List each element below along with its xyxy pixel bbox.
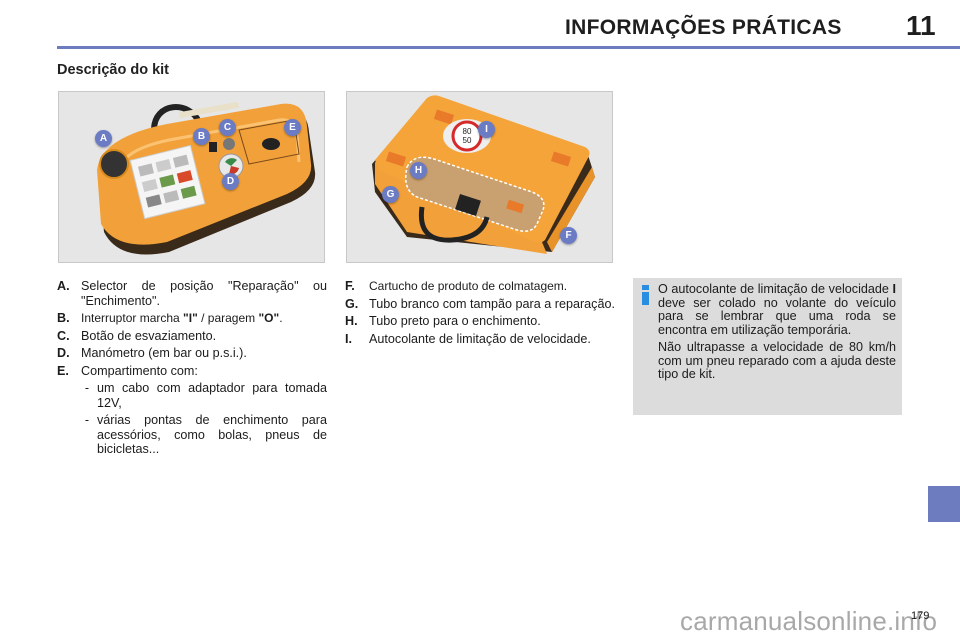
- label-badge-h: H: [410, 162, 427, 179]
- label-badge-e: E: [284, 119, 301, 136]
- info-note-box: O autocolante de limitação de velocidade…: [633, 278, 902, 415]
- section-title: Descrição do kit: [57, 62, 170, 78]
- label-badge-g: G: [382, 186, 399, 203]
- list-item-h: H. Tubo preto para o enchimento.: [345, 314, 541, 328]
- svg-text:80: 80: [463, 127, 472, 136]
- figure-compressor: A B C D E: [58, 91, 325, 263]
- figure-kit-case: 80 50 I H G F: [346, 91, 613, 263]
- label-badge-a: A: [95, 130, 112, 147]
- header-divider: [57, 46, 960, 49]
- label-badge-c: C: [219, 119, 236, 136]
- label-badge-b: B: [193, 128, 210, 145]
- list-item-i: I. Autocolante de limitação de velocidad…: [345, 331, 591, 346]
- chapter-number: 11: [906, 10, 936, 41]
- chapter-side-tab: [928, 486, 960, 522]
- component-list-right: F. Cartucho de produto de colmatagem. G.…: [345, 279, 615, 349]
- list-subitem-cable: - um cabo com adaptador para tomada 12V,: [84, 381, 327, 410]
- compressor-illustration: [97, 101, 316, 255]
- label-badge-f: F: [560, 227, 577, 244]
- list-item-f: F. Cartucho de produto de colmatagem.: [345, 279, 568, 293]
- label-badge-d: D: [222, 173, 239, 190]
- component-list-left: A. Selector de posição "Reparação" ou "E…: [57, 279, 327, 460]
- info-icon: [642, 285, 649, 305]
- info-paragraph-1: O autocolante de limitação de velocidade…: [658, 282, 896, 337]
- list-item-a: A. Selector de posição "Reparação" ou "E…: [57, 279, 327, 308]
- page-number: 179: [911, 610, 930, 622]
- info-paragraph-2: Não ultrapasse a velocidade de 80 km/h c…: [658, 340, 896, 381]
- list-subitem-nozzles: - várias pontas de enchimento para acess…: [84, 413, 327, 456]
- list-item-b: B. Interruptor marcha "I" / paragem "O".: [57, 311, 283, 325]
- list-item-c: C. Botão de esvaziamento.: [57, 328, 217, 343]
- svg-text:50: 50: [463, 136, 472, 145]
- list-item-d: D. Manómetro (em bar ou p.s.i.).: [57, 346, 247, 360]
- label-badge-i: I: [478, 121, 495, 138]
- chapter-title: INFORMAÇÕES PRÁTICAS: [565, 16, 842, 39]
- list-item-g: G. Tubo branco com tampão para a reparaç…: [345, 296, 615, 311]
- kit-case-illustration: 80 50: [372, 95, 595, 254]
- list-item-e: E. Compartimento com:: [57, 363, 198, 378]
- watermark: carmanualsonline.info: [680, 606, 938, 636]
